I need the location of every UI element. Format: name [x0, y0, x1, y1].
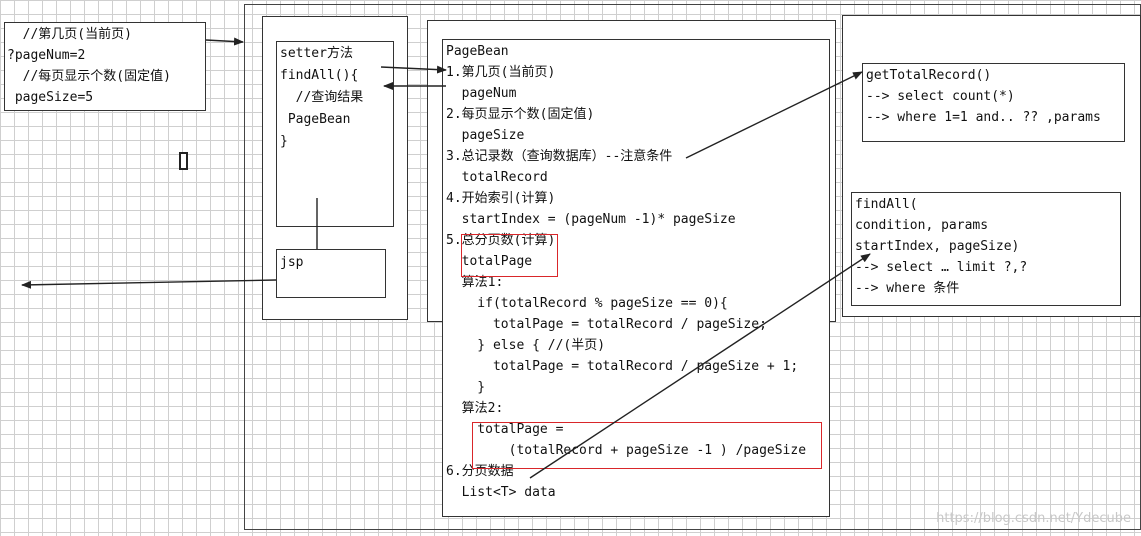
jsp-label: jsp	[280, 255, 304, 270]
pagebean-line: totalPage = totalRecord / pageSize;	[446, 317, 767, 332]
get-total-record-box	[862, 63, 1125, 142]
cursor-icon	[179, 152, 188, 170]
pagebean-line: List<T> data	[446, 485, 556, 500]
url-line: //每页显示个数(固定值)	[7, 69, 171, 84]
pagebean-line: 算法2:	[446, 401, 504, 416]
find-all-line: findAll(	[855, 197, 918, 212]
servlet-line: setter方法	[280, 46, 353, 61]
get-total-record-text: getTotalRecord() --> select count(*) -->…	[866, 65, 1101, 128]
pagebean-line: 1.第几页(当前页)	[446, 65, 556, 80]
pagebean-line: 2.每页显示个数(固定值)	[446, 107, 595, 122]
pagebean-line: 6.分页数据	[446, 464, 514, 479]
pagebean-line: totalPage	[446, 254, 533, 269]
pagebean-line: if(totalRecord % pageSize == 0){	[446, 296, 728, 311]
find-all-line: startIndex, pageSize)	[855, 239, 1020, 254]
pagebean-line: pageNum	[446, 86, 517, 101]
servlet-text: setter方法 findAll(){ //查询结果 PageBean }	[280, 43, 363, 153]
find-all-line: condition, params	[855, 218, 989, 233]
url-params-text: //第几页(当前页) ?pageNum=2 //每页显示个数(固定值) page…	[7, 24, 171, 108]
jsp-box	[276, 249, 386, 298]
url-line: pageSize=5	[7, 90, 94, 105]
pagebean-line: 3.总记录数（查询数据库）--注意条件	[446, 149, 673, 164]
servlet-box	[276, 41, 394, 227]
get-total-line: getTotalRecord()	[866, 68, 992, 83]
arrow-jsp-to-browser	[21, 279, 277, 289]
url-line: ?pageNum=2	[7, 48, 86, 63]
servlet-line: //查询结果	[280, 90, 364, 105]
get-total-line: --> where 1=1 and.. ?? ,params	[866, 110, 1101, 125]
arrow-url-to-servlet	[205, 37, 244, 46]
pagebean-line: totalRecord	[446, 170, 548, 185]
totalpage-highlight	[461, 234, 558, 277]
algorithm2-highlight	[472, 422, 822, 469]
pagebean-line: startIndex = (pageNum -1)* pageSize	[446, 212, 736, 227]
find-all-dao-text: findAll( condition, params startIndex, p…	[855, 194, 1027, 299]
servlet-line: PageBean	[280, 112, 351, 127]
find-all-line: --> select … limit ?,?	[855, 260, 1028, 275]
pagebean-line: 4.开始索引(计算)	[446, 191, 556, 206]
url-params-box	[4, 22, 206, 111]
pagebean-line: pageSize	[446, 128, 525, 143]
url-line: //第几页(当前页)	[7, 27, 132, 42]
pagebean-line: 算法1:	[446, 275, 504, 290]
find-all-line: --> where 条件	[855, 281, 960, 296]
servlet-line: findAll(){	[280, 68, 359, 83]
pagebean-line: } else { //(半页)	[446, 338, 606, 353]
pagebean-line: }	[446, 380, 486, 395]
get-total-line: --> select count(*)	[866, 89, 1015, 104]
pagebean-line: PageBean	[446, 44, 509, 59]
watermark: https://blog.csdn.net/Ydecube	[936, 511, 1131, 526]
pagebean-line: 5.总分页数(计算)	[446, 233, 556, 248]
servlet-line: }	[280, 134, 288, 149]
pagebean-line: totalPage = totalRecord / pageSize + 1;	[446, 359, 799, 374]
find-all-dao-box	[851, 192, 1121, 306]
